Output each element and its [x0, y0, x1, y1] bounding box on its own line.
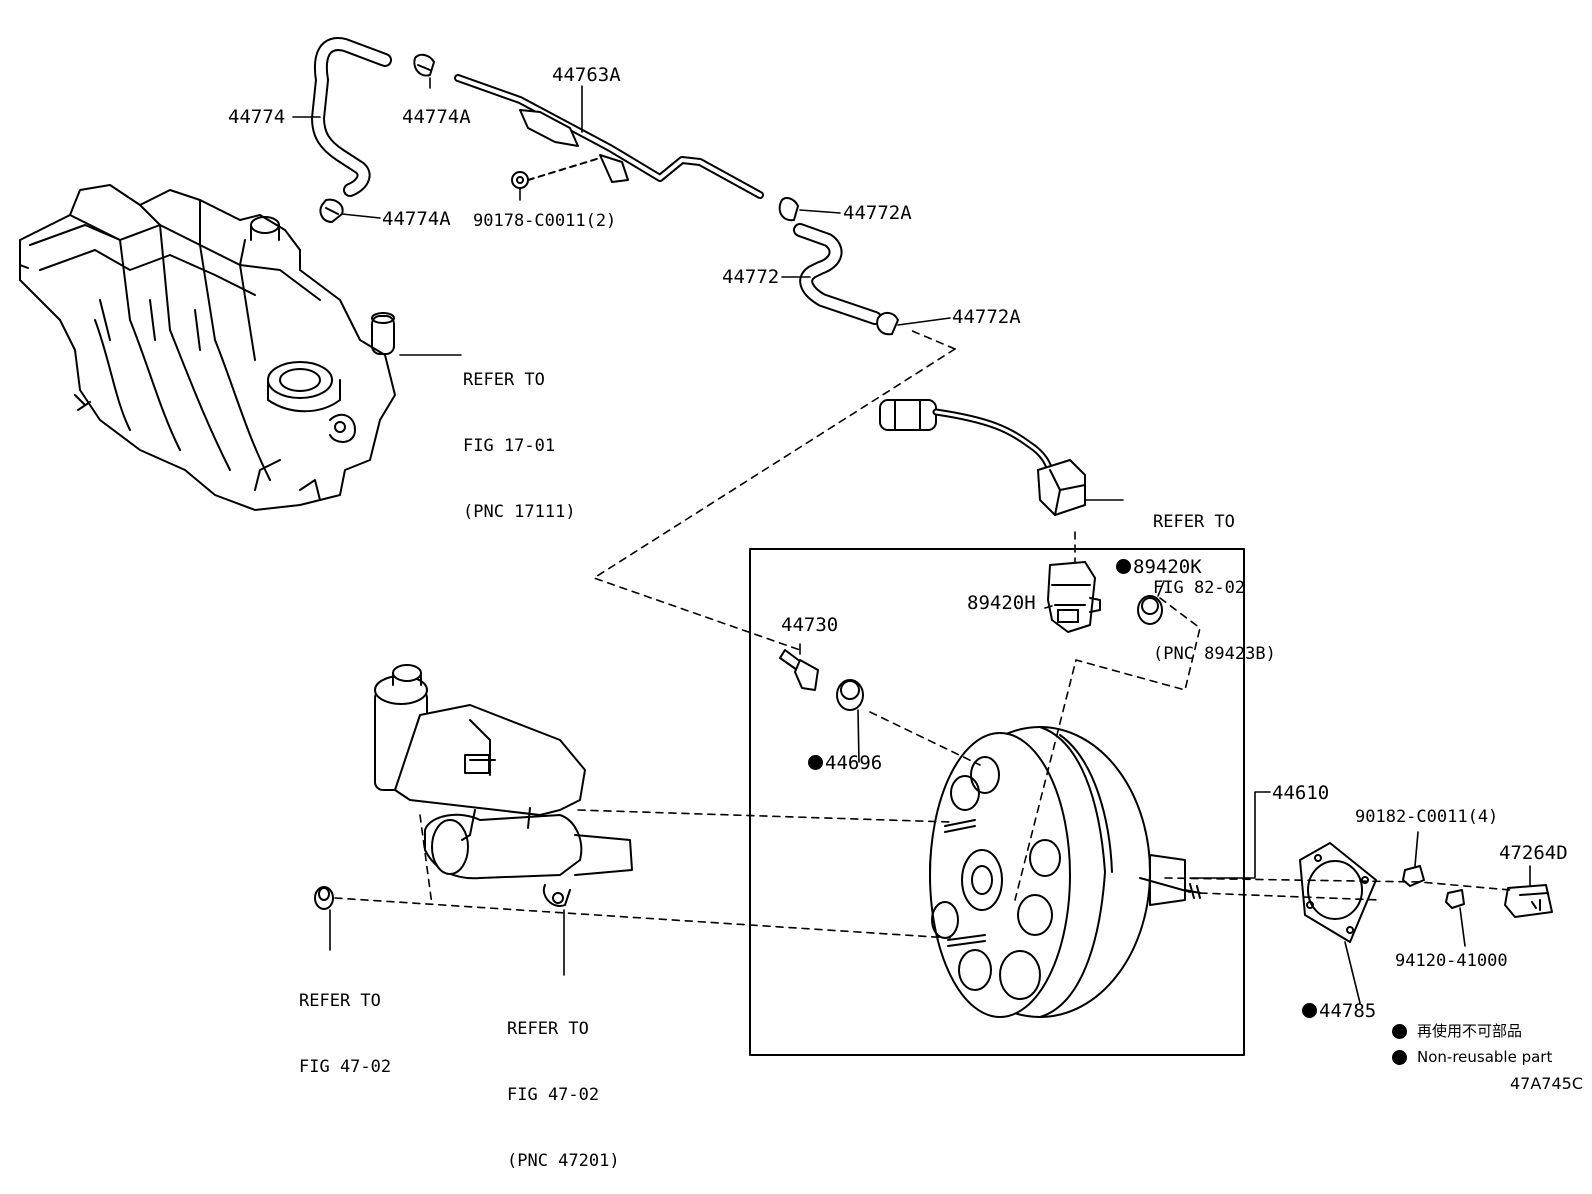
nut-90182: [1402, 865, 1425, 887]
ref-fig-17-01: REFER TO FIG 17-01 (PNC 17111): [463, 325, 576, 545]
ref-line: FIG 82-02: [1153, 578, 1246, 598]
master-cylinder: [374, 664, 633, 907]
label-44774A-top: 44774A: [402, 106, 471, 128]
legend-row-en: Non-reusable part: [1392, 1044, 1552, 1070]
label-44763A: 44763A: [552, 64, 621, 86]
grommet-44696: [836, 679, 864, 711]
sensor-harness: [879, 399, 1086, 516]
label-89420H: 89420H: [967, 592, 1036, 614]
parts-diagram: [19, 37, 1553, 1056]
label-44785-text: 44785: [1319, 1000, 1377, 1022]
intake-manifold: [19, 184, 396, 511]
label-44772A-top: 44772A: [843, 202, 912, 224]
legend-dot: [1392, 1049, 1407, 1065]
label-44696-text: 44696: [825, 752, 883, 774]
legend: 再使用不可部品 Non-reusable part: [1392, 1018, 1552, 1070]
ref-line: FIG 47-02: [507, 1085, 600, 1105]
label-44730: 44730: [781, 614, 839, 636]
ref-line: REFER TO: [1153, 512, 1235, 532]
bolt-left: [314, 886, 334, 910]
figure-code: 47A745C: [1510, 1074, 1584, 1093]
ref-line: FIG 47-02: [299, 1057, 392, 1077]
ref-line: (PNC 89423B): [1153, 644, 1276, 664]
ref-line: REFER TO: [299, 991, 381, 1011]
label-44610: 44610: [1272, 782, 1330, 804]
legend-jp: 再使用不可部品: [1417, 1022, 1523, 1040]
leader-lines: [292, 77, 1531, 1004]
label-44774: 44774: [228, 106, 286, 128]
legend-dot: [1392, 1023, 1407, 1039]
label-47264D: 47264D: [1499, 842, 1568, 864]
ref-line: (PNC 17111): [463, 502, 576, 522]
booster-assy-box: [749, 548, 1245, 1056]
ref-fig-47-02-a: REFER TO FIG 47-02: [299, 946, 391, 1100]
label-44774A-mid: 44774A: [382, 208, 451, 230]
non-reusable-dot: [1302, 1003, 1317, 1018]
label-44696: 44696: [808, 752, 882, 774]
non-reusable-dot: [808, 755, 823, 770]
nut-94120: [1445, 889, 1465, 909]
ref-line: REFER TO: [463, 370, 545, 390]
ref-line: FIG 17-01: [463, 436, 556, 456]
label-89420K: 89420K: [1116, 556, 1202, 578]
hose-44772: [793, 223, 899, 336]
pipe-44763A: [454, 74, 799, 222]
ref-fig-47-02-b: REFER TO FIG 47-02 (PNC 47201): [507, 974, 620, 1194]
ref-line: (PNC 47201): [507, 1151, 620, 1171]
brake-booster-44610: [929, 726, 1201, 1018]
ref-line: REFER TO: [507, 1019, 589, 1039]
clevis-47264D: [1504, 884, 1553, 918]
legend-en: Non-reusable part: [1417, 1048, 1553, 1066]
label-89420K-text: 89420K: [1133, 556, 1202, 578]
label-44772A-bot: 44772A: [952, 306, 1021, 328]
label-94120: 94120-41000: [1395, 951, 1508, 971]
sensor-89420H: [1047, 561, 1101, 633]
gasket-44785: [1299, 842, 1377, 943]
ref-fig-82-02: REFER TO FIG 82-02 (PNC 89423B): [1153, 467, 1276, 687]
label-90178: 90178-C0011(2): [473, 211, 617, 231]
legend-row-jp: 再使用不可部品: [1392, 1018, 1552, 1044]
label-90182: 90182-C0011(4): [1355, 807, 1499, 827]
grommet-89420K: [1137, 595, 1163, 625]
hose-44774: [311, 37, 435, 223]
label-44772: 44772: [722, 266, 780, 288]
non-reusable-dot: [1116, 559, 1131, 574]
dashed-lines: [334, 329, 1511, 939]
valve-44730: [779, 649, 819, 691]
label-44785: 44785: [1302, 1000, 1376, 1022]
